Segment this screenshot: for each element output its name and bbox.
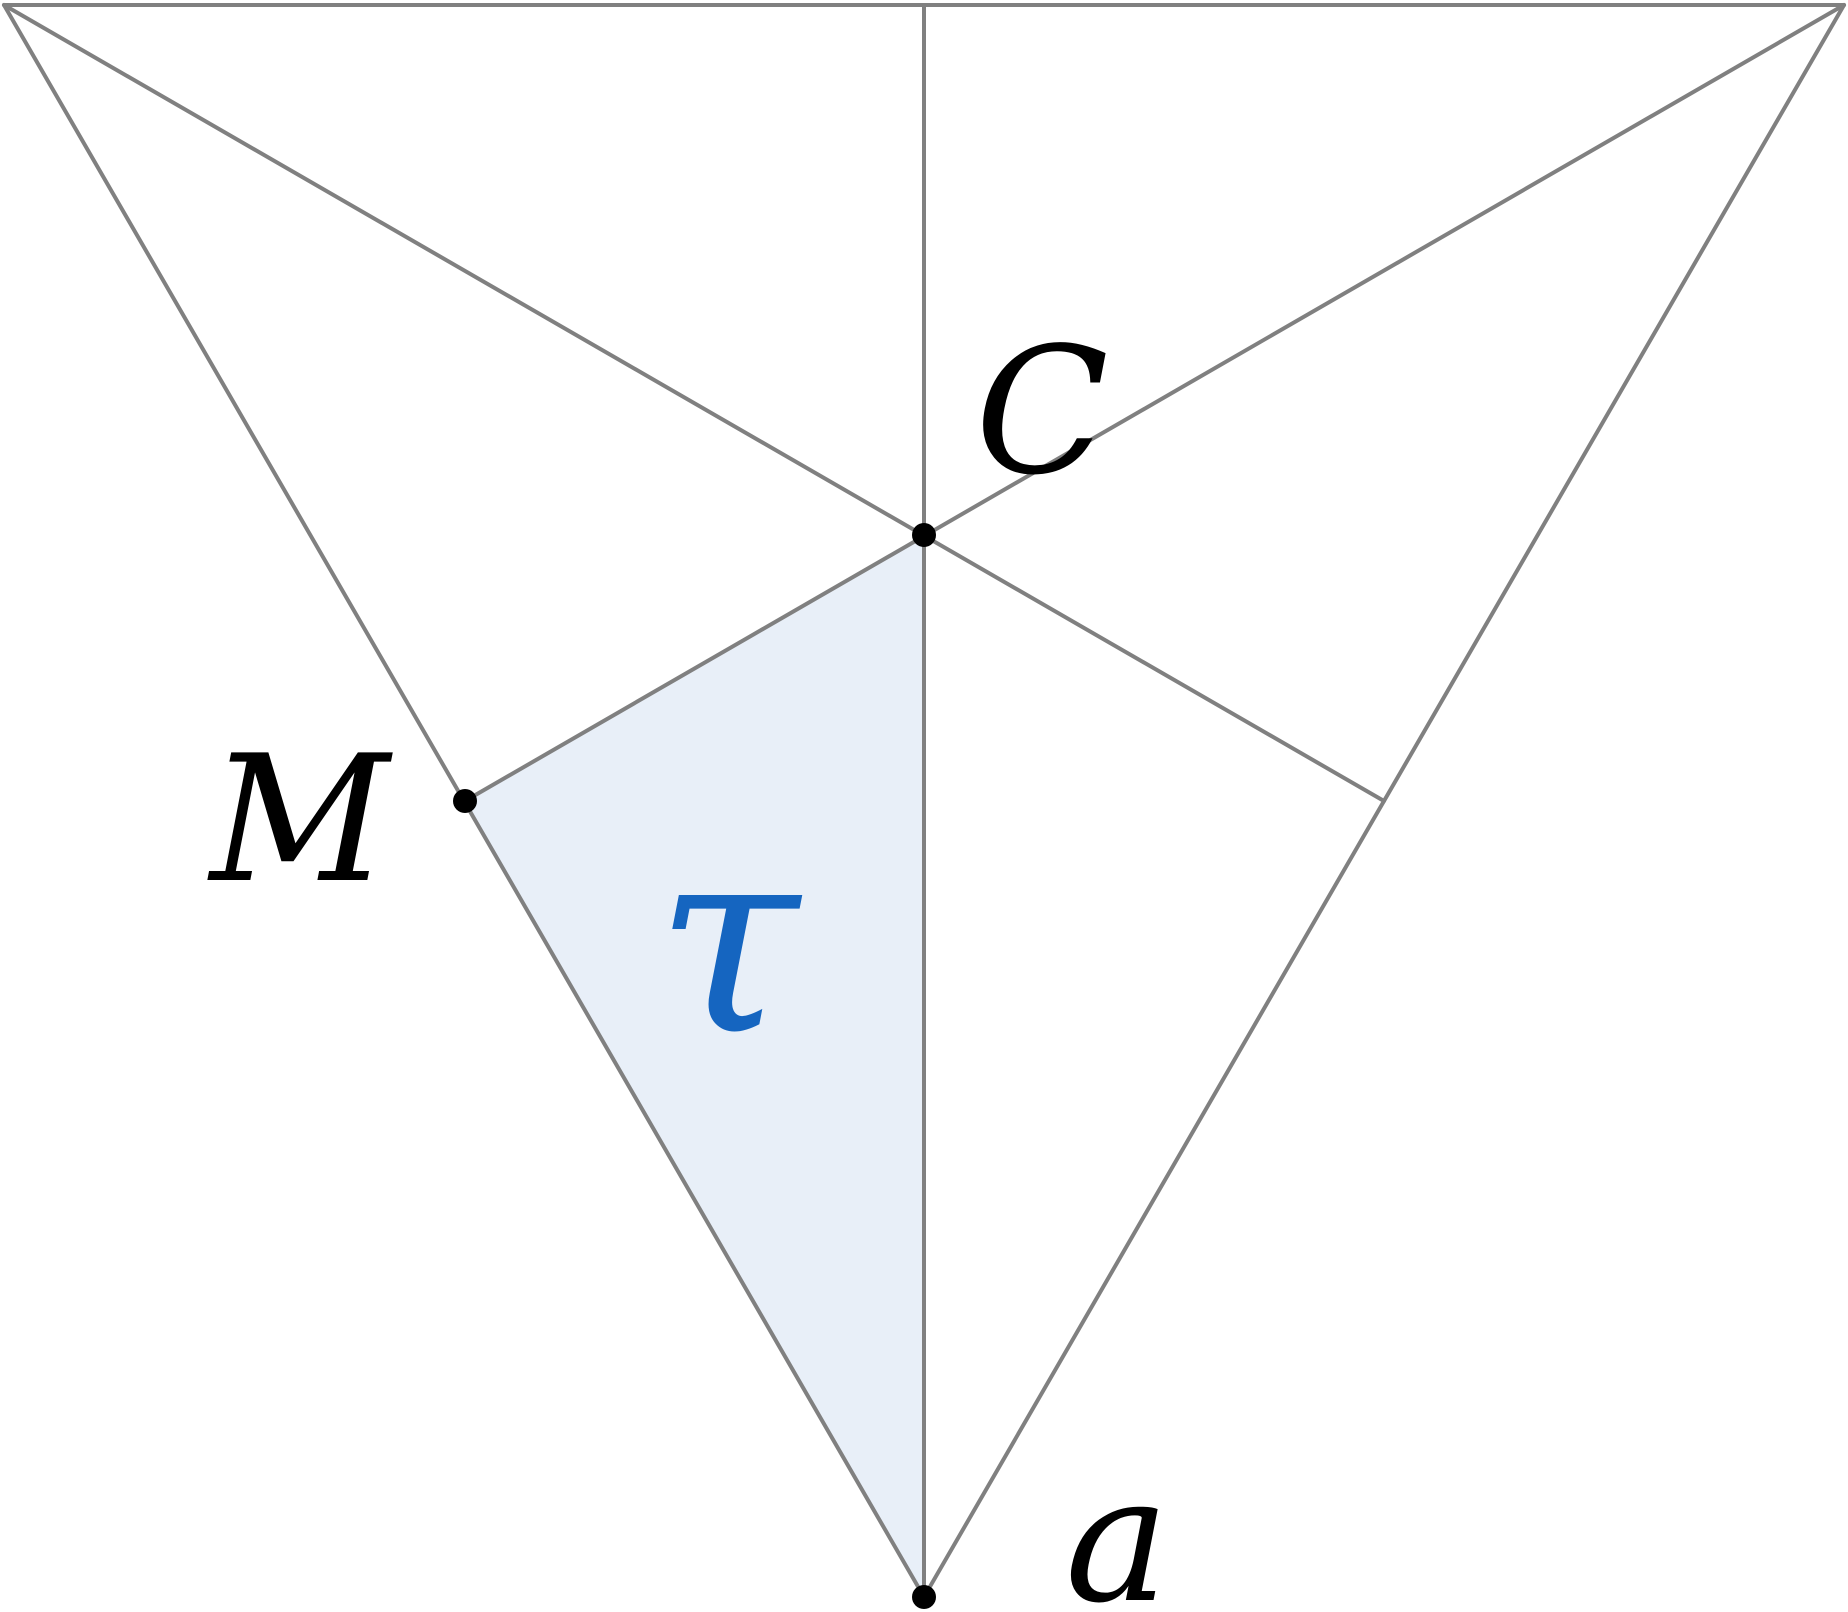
median-from-top-left xyxy=(2,3,1386,803)
label-center: C xyxy=(975,311,1109,514)
label-vertex: a xyxy=(1065,1439,1169,1612)
point-midpoint xyxy=(453,789,477,813)
median-from-top-right xyxy=(463,3,1846,803)
point-vertex xyxy=(912,1585,936,1609)
label-midpoint: M xyxy=(207,719,393,922)
point-center xyxy=(912,523,936,547)
label-tau: τ xyxy=(655,790,805,1092)
tau-region xyxy=(465,535,924,1597)
